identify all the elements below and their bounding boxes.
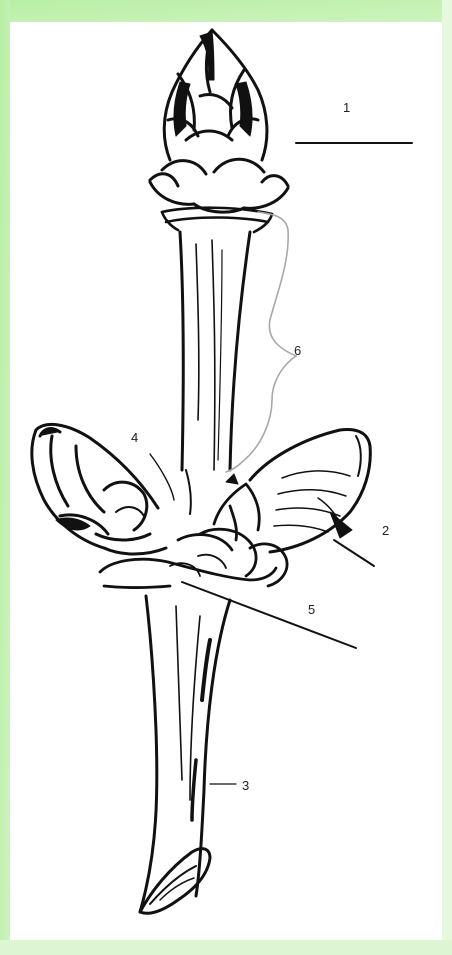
leader-lines [150, 143, 412, 784]
label-5: 5 [308, 603, 315, 616]
leader-line-2 [334, 540, 374, 566]
label-4: 4 [131, 431, 138, 444]
leader-line-5 [182, 582, 356, 648]
label-6: 6 [294, 344, 301, 357]
left-lateral-bud [32, 424, 166, 554]
lower-stem [140, 596, 230, 912]
leader-line-4 [150, 454, 174, 500]
node-cluster [100, 470, 287, 588]
right-lateral-bud [250, 430, 370, 552]
label-1: 1 [343, 101, 350, 114]
upper-stem [180, 232, 250, 470]
label-3: 3 [242, 779, 249, 792]
label-2: 2 [382, 524, 389, 537]
terminal-bud [150, 30, 288, 212]
